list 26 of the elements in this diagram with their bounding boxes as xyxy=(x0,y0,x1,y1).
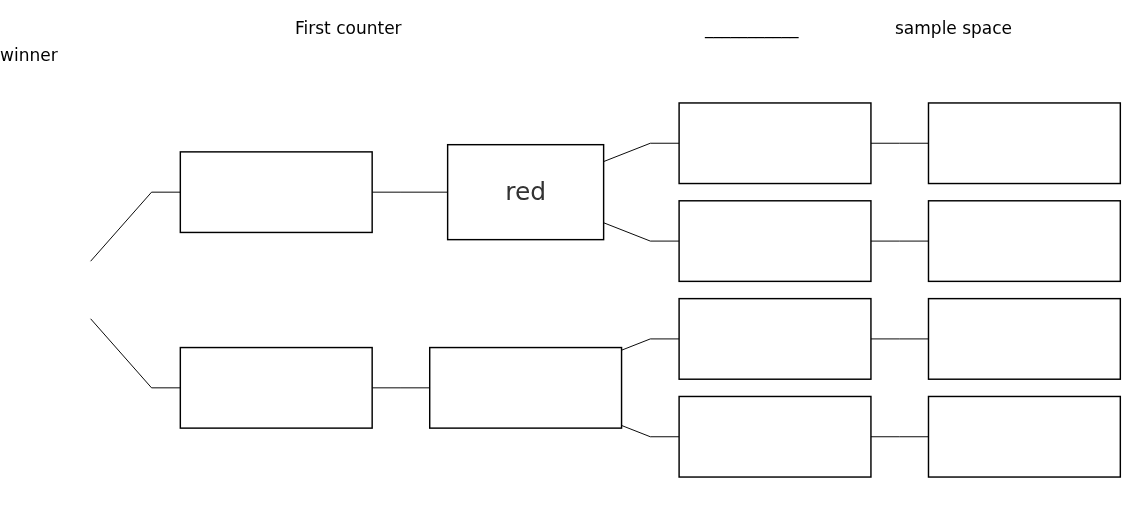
node-box xyxy=(927,297,1122,380)
node-box xyxy=(927,395,1122,478)
connector xyxy=(621,338,680,351)
node-box xyxy=(927,200,1122,283)
node-box xyxy=(179,151,373,234)
label-text: winner xyxy=(0,45,58,65)
label-text: First counter xyxy=(295,18,402,38)
connector xyxy=(870,142,929,144)
connector xyxy=(870,240,929,242)
node-box xyxy=(927,102,1122,185)
node-box xyxy=(429,346,623,429)
connector xyxy=(90,191,181,262)
connector xyxy=(603,142,680,163)
node-box xyxy=(678,102,872,185)
connector xyxy=(90,318,181,389)
node-box xyxy=(179,346,373,429)
connector xyxy=(870,436,929,438)
node-box: red xyxy=(446,143,605,241)
label-text: ___________ xyxy=(705,18,799,38)
connector xyxy=(870,338,929,340)
node-box xyxy=(678,395,872,478)
node-box xyxy=(678,200,872,283)
connector xyxy=(603,222,680,242)
label-text: sample space xyxy=(895,18,1013,38)
connector xyxy=(621,425,680,438)
node-box xyxy=(678,297,872,380)
